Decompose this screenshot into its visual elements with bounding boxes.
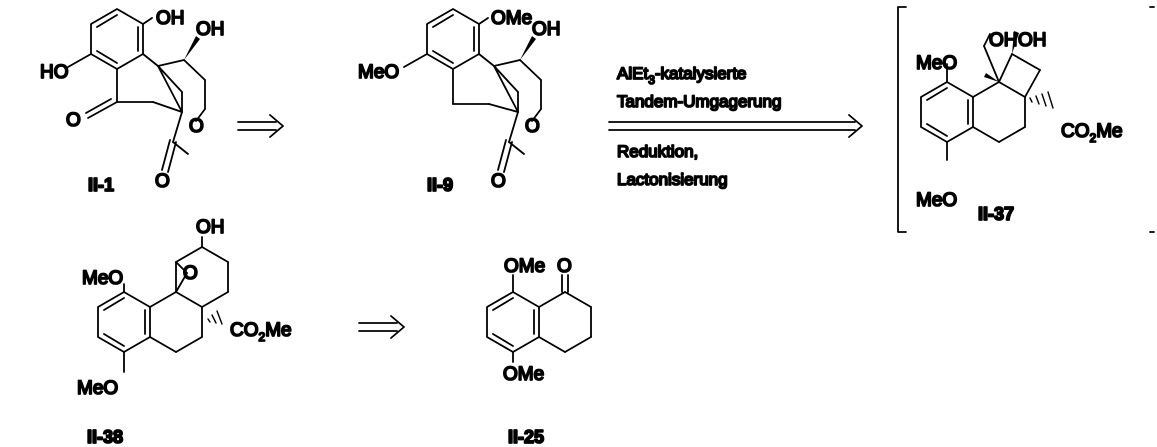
II-38-oh-top: OH (196, 217, 225, 238)
II-37-meo-bottom: MeO (916, 190, 957, 211)
II-37-bonds (920, 33, 1041, 161)
II-1-oh-top: OH (156, 8, 185, 29)
II-37-oh-ring: OH (1018, 30, 1047, 51)
II-38-co2me: CO2Me (230, 320, 292, 344)
II-1-oh-right: OH (196, 19, 225, 40)
condition-below-2: Lactonisierung (617, 170, 728, 189)
II-37-hashed-co2me (1029, 91, 1054, 109)
II-37-meo-top: MeO (916, 53, 957, 74)
II-1-ho-left: HO (40, 62, 69, 83)
II-1-o-ketone: O (66, 110, 81, 131)
retro-arrow-2 (358, 315, 405, 339)
II-38-meo-top: MeO (82, 268, 123, 289)
compound-II-38: OH O MeO MeO CO2Me II-38 (76, 216, 292, 447)
II-38-o-epoxide: O (183, 263, 198, 284)
compound-II-1: OH OH HO O O O II-1 (39, 7, 225, 196)
II-1-o-lactone: O (155, 171, 170, 192)
II-9-wedge-bond (520, 36, 536, 60)
II-37-co2me: CO2Me (1061, 121, 1123, 145)
II-37-bracket-left (897, 6, 907, 233)
II-9-label: II-9 (427, 175, 453, 195)
forward-arrow (608, 114, 863, 138)
II-9-o-ring: O (525, 116, 540, 137)
condition-above-1: AlEt3-katalysierte (617, 64, 747, 87)
II-37-bracket-right (1149, 6, 1155, 233)
compound-II-37: OH OH MeO MeO CO2Me II-37 (915, 29, 1123, 225)
II-9-o-lactone: O (491, 171, 506, 192)
II-9-ome-top: OMe (491, 8, 532, 29)
II-1-bonds (67, 8, 206, 173)
II-38-bonds (97, 236, 229, 373)
II-25-ome-bottom: OMe (503, 364, 544, 385)
II-25-ome-top: OMe (504, 256, 545, 277)
II-25-bonds (486, 274, 592, 363)
II-38-meo-bottom: MeO (77, 378, 118, 399)
II-9-meo-left: MeO (358, 62, 399, 83)
II-37-label: II-37 (978, 204, 1014, 224)
II-25-o-ketone: O (557, 256, 572, 277)
II-9-bonds (403, 8, 542, 173)
II-37-oh-ch2: OH (989, 30, 1018, 51)
II-9-oh-right: OH (532, 19, 561, 40)
II-1-o-ring: O (189, 116, 204, 137)
compound-II-9: OMe OH MeO O O II-9 (357, 7, 561, 196)
compound-II-25: OMe O OMe II-25 (486, 255, 592, 447)
II-37-wedge-oh (1012, 31, 1019, 54)
II-1-wedge-bond (184, 36, 200, 60)
II-1-label: II-1 (88, 175, 114, 195)
II-38-label: II-38 (87, 427, 123, 447)
II-25-label: II-25 (508, 427, 544, 447)
condition-above-2: Tandem-Umgagerung (617, 92, 781, 111)
retro-arrow-1 (237, 114, 284, 138)
II-37-wedge-ch2 (984, 73, 999, 82)
II-38-hashed-co2me (207, 310, 223, 325)
condition-below-1: Reduktion, (617, 142, 698, 161)
